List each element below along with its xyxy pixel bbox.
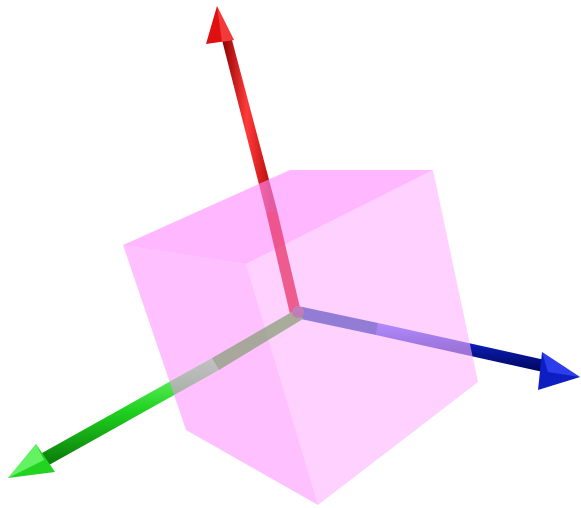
- green-axis-inner: [212, 309, 303, 370]
- translucent-cube: [123, 170, 478, 505]
- cube-face-left: [123, 245, 318, 505]
- axes-origin: [292, 306, 304, 318]
- cube-face-right: [246, 170, 478, 505]
- red-axis-shaft: [222, 40, 277, 212]
- blue-axis-inner: [296, 306, 378, 335]
- axes-inner: [212, 210, 378, 370]
- red-axis-inner: [266, 210, 301, 314]
